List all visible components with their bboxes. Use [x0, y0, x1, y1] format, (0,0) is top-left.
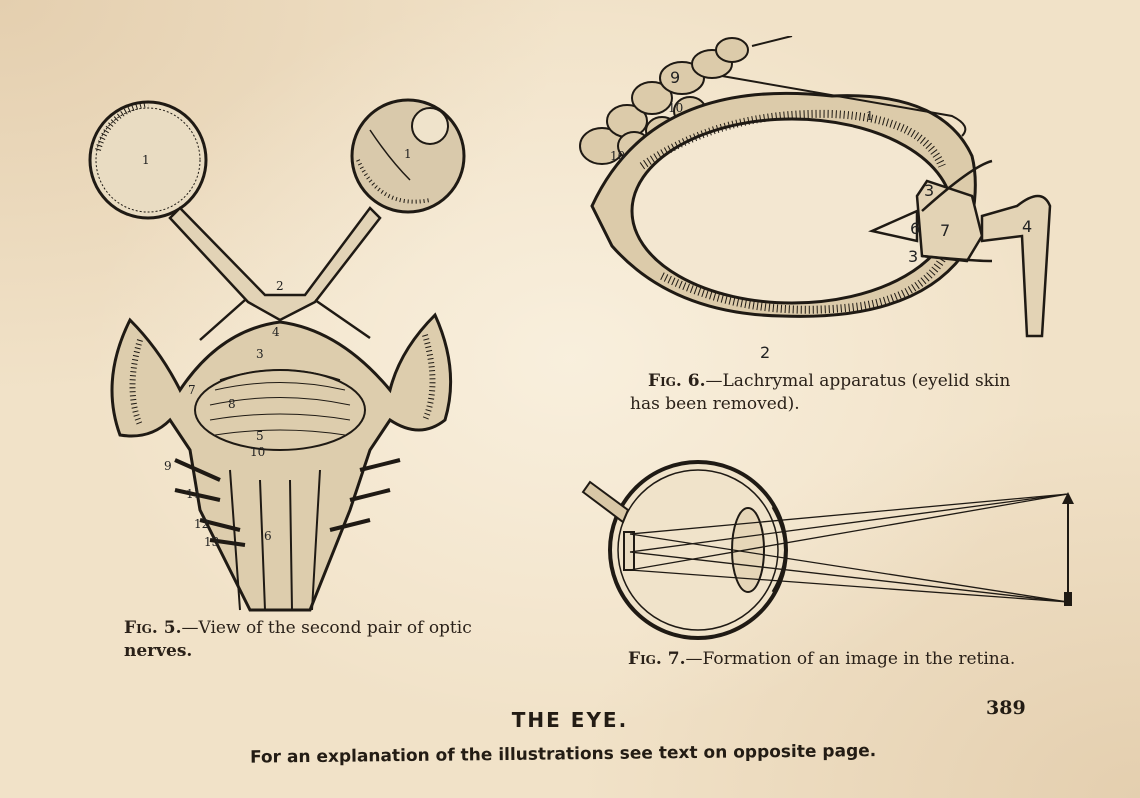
lacrimal-gland — [579, 37, 749, 165]
light-rays — [629, 493, 1069, 603]
fig6-label-10b: 10 — [610, 149, 625, 163]
fig6-label-6: 6 — [910, 219, 920, 238]
fig6-label-10a: 10 — [668, 101, 683, 115]
figure-5-caption: Fig. 5.—View of the second pair of optic… — [124, 617, 504, 663]
figure-5-labels: 1 1 2 4 3 7 8 5 10 9 11 12 13 6 — [142, 147, 412, 549]
page-number: 389 — [986, 697, 1026, 719]
fig5-label-6: 6 — [264, 529, 272, 543]
optic-nerves — [168, 206, 382, 341]
fig5-label-1a: 1 — [142, 153, 150, 167]
fig6-label-1: 1 — [866, 109, 874, 123]
fig5-label-8: 8 — [228, 397, 236, 411]
figure-6-caption: Fig. 6.—Lachrymal apparatus (eyelid skin… — [630, 370, 1068, 416]
fig5-label-2: 2 — [276, 279, 284, 293]
lacrimal-sac — [868, 159, 1052, 338]
fig5-label-1b: 1 — [404, 147, 412, 161]
fig5-label-10: 10 — [250, 445, 265, 459]
figure-6-labels: 9 10 10 1 3 6 7 4 3 2 — [610, 68, 1032, 362]
object-arrow — [1062, 492, 1074, 606]
fig5-label-9: 9 — [164, 459, 172, 473]
fig6-label-2: 2 — [760, 343, 770, 362]
fig5-label-13: 13 — [204, 535, 219, 549]
figure-7-caption: Fig. 7.—Formation of an image in the ret… — [628, 648, 1088, 671]
figure-6-label: Fig. 6. — [648, 371, 706, 391]
fig6-label-7: 7 — [940, 221, 950, 240]
figure-7-illustration — [578, 452, 1078, 652]
left-eyeball — [88, 100, 208, 220]
brain-stem — [110, 312, 453, 612]
fig6-label-3b: 3 — [908, 247, 918, 266]
figure-5-label: Fig. 5. — [124, 618, 182, 638]
fig5-label-3: 3 — [256, 347, 264, 361]
figure-5-caption-line1: —View of the second pair of optic — [181, 618, 472, 638]
figure-7-label: Fig. 7. — [628, 649, 686, 669]
figure-7-caption-text: —Formation of an image in the retina. — [685, 649, 1016, 669]
fig5-label-5: 5 — [256, 429, 264, 443]
fig5-label-4: 4 — [272, 325, 280, 339]
figure-6-caption-line2: has been removed). — [630, 394, 800, 414]
figure-6-illustration: 9 10 10 1 3 6 7 4 3 2 — [572, 36, 1062, 366]
figure-5-caption-line2: nerves. — [124, 641, 193, 661]
figure-6-caption-line1: —Lachrymal apparatus (eyelid skin — [705, 371, 1011, 391]
right-eyeball — [350, 98, 466, 214]
page-title: THE EYE. — [511, 708, 629, 732]
fig5-label-11: 11 — [186, 487, 201, 501]
fig6-label-3a: 3 — [924, 181, 934, 200]
fig6-label-4: 4 — [1022, 217, 1032, 236]
fig5-label-12: 12 — [194, 517, 209, 531]
fig6-label-9: 9 — [670, 68, 680, 87]
eyelid — [590, 36, 977, 318]
figure-5-illustration: 1 1 2 4 3 7 8 5 10 9 11 12 13 6 — [80, 90, 480, 620]
eyeball-section — [581, 460, 788, 640]
fig5-label-7: 7 — [188, 383, 196, 397]
